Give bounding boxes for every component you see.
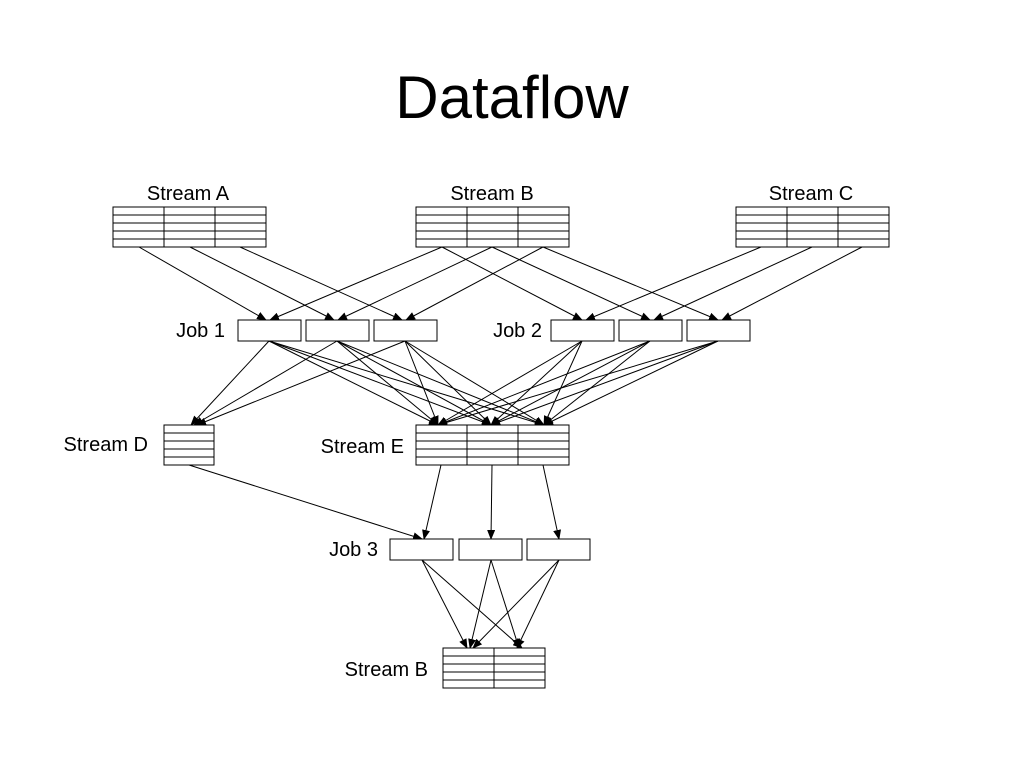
- dataflow-arrow-38: [421, 559, 468, 649]
- stream-e-table-partition-2: [466, 424, 519, 466]
- job-1-tasks-task-1: [237, 319, 302, 342]
- dataflow-arrow-26: [490, 340, 583, 426]
- dataflow-arrow-14: [193, 340, 338, 426]
- dataflow-arrow-41: [490, 559, 521, 649]
- dataflow-edges: [138, 246, 863, 649]
- dataflow-arrow-29: [490, 340, 651, 426]
- dataflow-arrow-43: [516, 559, 560, 649]
- job-3-label: Job 3: [329, 539, 378, 561]
- dataflow-arrow-25: [437, 340, 583, 426]
- dataflow-arrow-9: [542, 246, 719, 321]
- dataflow-arrow-40: [468, 559, 492, 649]
- dataflow-arrow-7: [441, 246, 583, 321]
- job-2-tasks: [550, 319, 751, 342]
- stream-d-label: Stream D: [64, 434, 148, 456]
- stream-a-table-partition-1: [112, 206, 165, 248]
- dataflow-arrow-17: [268, 340, 492, 426]
- dataflow-arrow-12: [721, 246, 863, 321]
- stream-c-table: [735, 206, 890, 248]
- dataflow-arrow-6: [405, 246, 544, 321]
- job-3-tasks-task-1: [389, 538, 454, 561]
- dataflow-arrow-37: [542, 464, 562, 540]
- dataflow-arrow-18: [268, 340, 545, 427]
- job-2-tasks-task-2: [618, 319, 683, 342]
- stream-b-top-table-partition-2: [466, 206, 519, 248]
- dataflow-arrow-2: [189, 246, 335, 321]
- dataflow-arrow-33: [543, 340, 719, 426]
- dataflow-arrow-39: [421, 559, 523, 649]
- stream-d-table-partition-1: [163, 424, 215, 466]
- stream-b-top-table: [415, 206, 570, 248]
- dataflow-arrow-21: [336, 340, 545, 426]
- stream-c-label: Stream C: [769, 183, 853, 205]
- job-1-label: Job 1: [176, 320, 225, 342]
- stream-b-top-label: Stream B: [450, 183, 533, 205]
- stream-b-bottom-table-partition-1: [442, 647, 495, 689]
- job-3-tasks-task-3: [526, 538, 591, 561]
- dataflow-arrow-35: [422, 464, 442, 540]
- dataflow-arrow-34: [188, 464, 423, 541]
- dataflow-arrow-10: [585, 246, 762, 321]
- stream-b-top-table-partition-3: [517, 206, 570, 248]
- dataflow-nodes: [112, 206, 890, 689]
- job-1-tasks: [237, 319, 438, 342]
- stream-b-bottom-table-partition-2: [493, 647, 546, 689]
- stream-a-table-partition-2: [163, 206, 216, 248]
- dataflow-arrow-11: [653, 246, 813, 321]
- job-1-tasks-task-3: [373, 319, 438, 342]
- stream-b-bottom-label: Stream B: [345, 659, 428, 681]
- dataflow-arrow-28: [437, 340, 651, 426]
- dataflow-arrow-1: [138, 246, 267, 321]
- dataflow-arrow-31: [437, 340, 719, 427]
- stream-a-label: Stream A: [147, 183, 230, 205]
- dataflow-arrow-22: [404, 340, 439, 426]
- stream-b-top-table-partition-1: [415, 206, 468, 248]
- stream-a-table: [112, 206, 267, 248]
- dataflow-arrow-27: [543, 340, 583, 426]
- stream-e-label: Stream E: [321, 436, 404, 458]
- stream-c-table-partition-3: [837, 206, 890, 248]
- dataflow-arrow-36: [487, 464, 496, 540]
- dataflow-arrow-4: [269, 246, 443, 321]
- dataflow-arrow-30: [543, 340, 651, 426]
- job-2-label: Job 2: [493, 320, 542, 342]
- job-2-tasks-task-3: [686, 319, 751, 342]
- stream-c-table-partition-2: [786, 206, 839, 248]
- dataflow-arrow-13: [190, 340, 270, 426]
- dataflow-arrow-19: [336, 340, 439, 426]
- dataflow-arrow-24: [404, 340, 545, 426]
- stream-e-table-partition-1: [415, 424, 468, 466]
- dataflow-arrow-3: [239, 246, 403, 321]
- stream-e-table-partition-3: [517, 424, 570, 466]
- dataflow-arrow-20: [336, 340, 492, 426]
- dataflow-arrow-32: [490, 340, 719, 426]
- page-title: Dataflow: [395, 64, 629, 131]
- job-1-tasks-task-2: [305, 319, 370, 342]
- dataflow-arrow-16: [268, 340, 439, 426]
- dataflow-arrow-42: [472, 559, 560, 649]
- stream-b-bottom-table: [442, 647, 546, 689]
- job-3-tasks-task-2: [458, 538, 523, 561]
- stream-e-table: [415, 424, 570, 466]
- stream-d-table: [163, 424, 215, 466]
- stream-c-table-partition-1: [735, 206, 788, 248]
- dataflow-arrow-23: [404, 340, 492, 426]
- stream-a-table-partition-3: [214, 206, 267, 248]
- dataflow-arrow-8: [491, 246, 651, 321]
- job-2-tasks-task-1: [550, 319, 615, 342]
- job-3-tasks: [389, 538, 591, 561]
